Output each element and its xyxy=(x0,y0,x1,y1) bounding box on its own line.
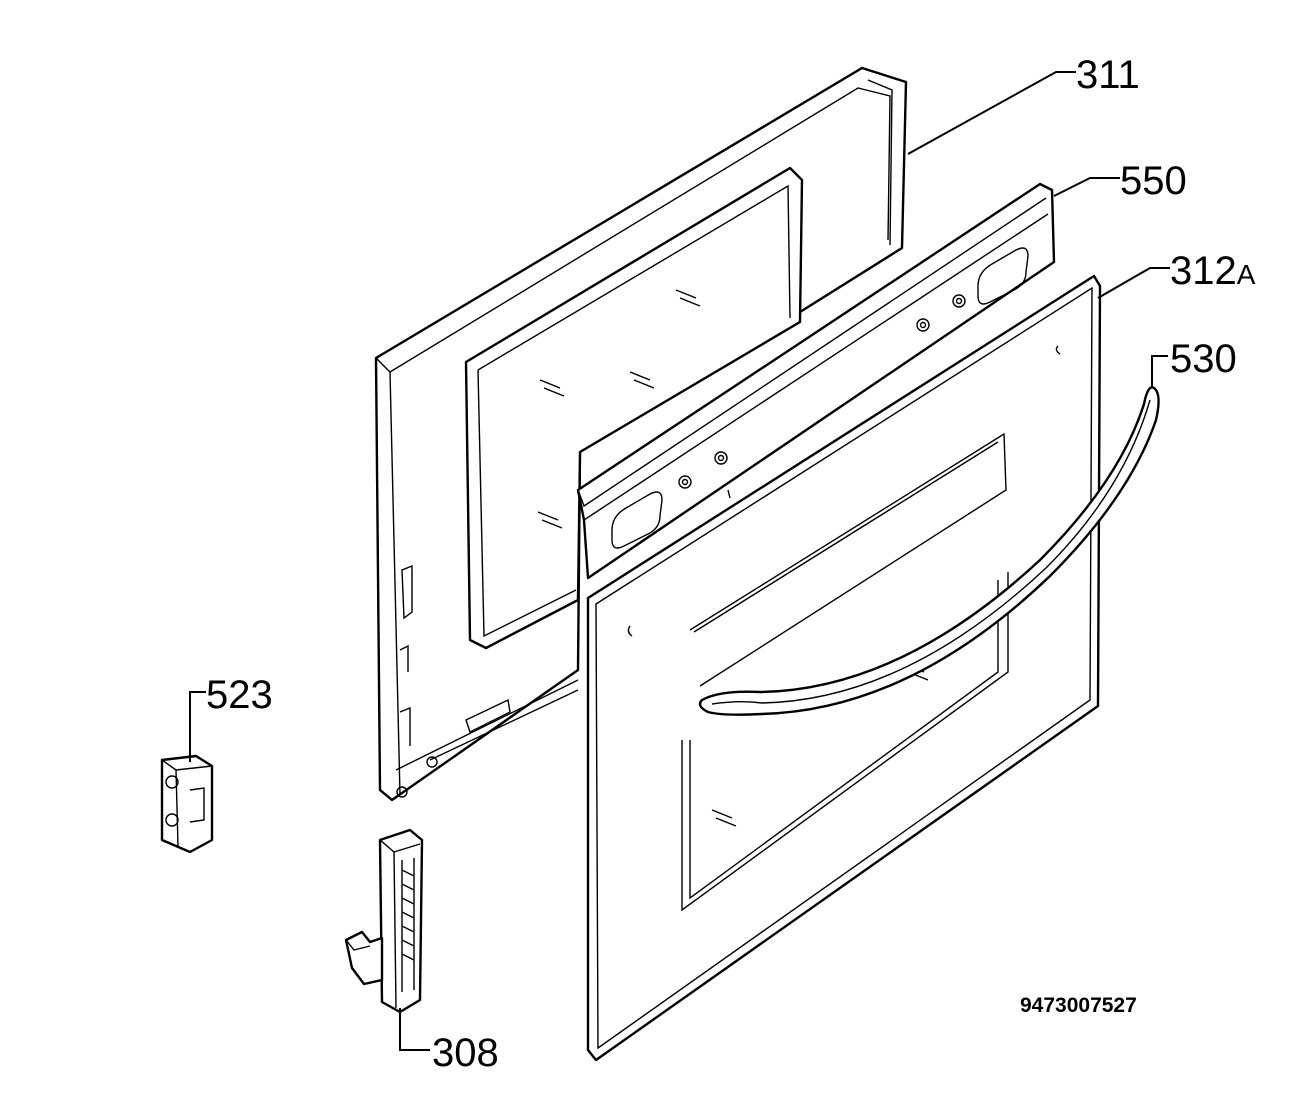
part-523-hinge-receiver xyxy=(160,754,214,854)
label-312a-suffix: A xyxy=(1237,259,1256,290)
label-308: 308 xyxy=(432,1031,499,1075)
reference-number: 9473007527 xyxy=(1020,994,1137,1017)
leader-lines xyxy=(189,71,1170,1051)
part-530-door-handle xyxy=(698,386,1160,716)
label-311: 311 xyxy=(1076,53,1140,97)
part-550-profile-strip xyxy=(576,182,1056,580)
part-311-inner-door-frame xyxy=(374,66,908,802)
label-312a-number: 312 xyxy=(1170,249,1237,293)
part-312a-outer-door-panel xyxy=(586,274,1102,1062)
label-523: 523 xyxy=(206,673,273,717)
label-312a: 312A xyxy=(1170,249,1256,293)
part-308-hinge xyxy=(344,828,424,1014)
label-530: 530 xyxy=(1170,337,1237,381)
label-550: 550 xyxy=(1120,159,1187,203)
